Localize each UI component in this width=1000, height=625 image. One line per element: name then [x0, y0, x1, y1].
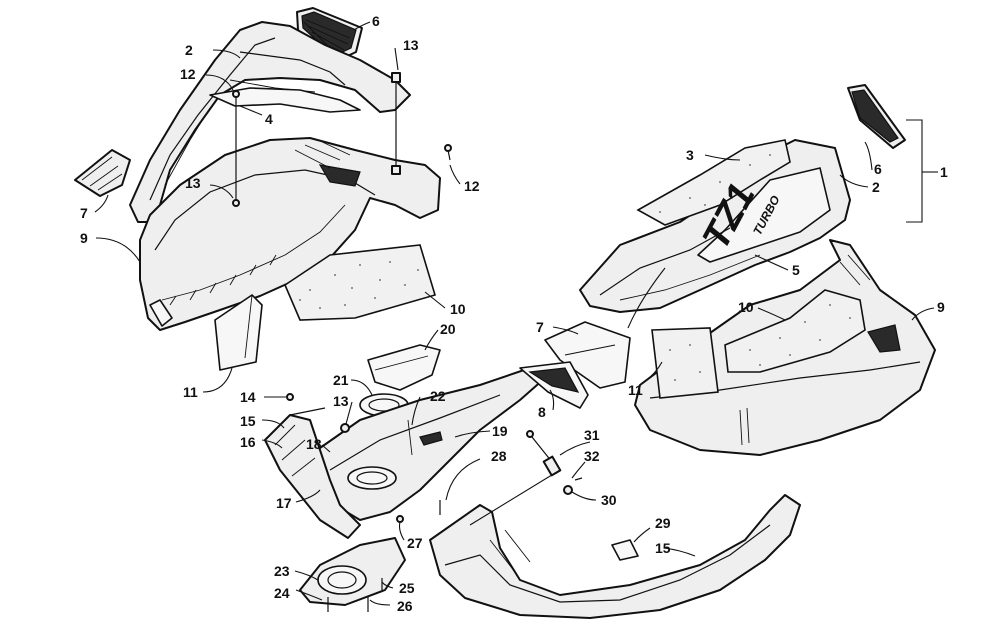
- callout-numbers: 6 13 2 12 4 13 12 7 9 10 20 11 21 14 13 …: [80, 13, 948, 614]
- callout-24: 24: [274, 585, 290, 601]
- callout-20: 20: [440, 321, 456, 337]
- foam-pad-right: [724, 289, 866, 373]
- vent-cover-8: [519, 361, 589, 409]
- callout-13-top: 13: [403, 37, 419, 53]
- callout-17: 17: [276, 495, 292, 511]
- callout-18: 18: [306, 436, 322, 452]
- callout-7-left: 7: [80, 205, 88, 221]
- callout-1: 1: [940, 164, 948, 180]
- sensor-cable-31: [526, 430, 583, 495]
- callout-25: 25: [399, 580, 415, 596]
- callout-7-mid: 7: [536, 319, 544, 335]
- callout-22: 22: [430, 388, 446, 404]
- callout-15-right: 15: [655, 540, 671, 556]
- callout-4: 4: [265, 111, 273, 127]
- callout-10-right: 10: [738, 299, 754, 315]
- bracket-plate-20: [367, 344, 441, 391]
- foam-pad-left: [284, 244, 436, 321]
- callout-8: 8: [538, 404, 546, 420]
- callout-13-low: 13: [333, 393, 349, 409]
- callout-31: 31: [584, 427, 600, 443]
- callout-11-right: 11: [628, 382, 643, 398]
- callout-9-right: 9: [937, 299, 945, 315]
- upper-hood-cowl-left: [129, 21, 411, 223]
- foam-block-left: [214, 294, 263, 371]
- vent-grille-right: [847, 84, 906, 149]
- callout-15-left: 15: [240, 413, 256, 429]
- callout-5: 5: [792, 262, 800, 278]
- callout-6-right: 6: [874, 161, 882, 177]
- leader-lines: [94, 21, 935, 606]
- callout-13-mid: 13: [185, 175, 201, 191]
- callout-23: 23: [274, 563, 290, 579]
- callout-10-left: 10: [450, 301, 466, 317]
- callout-9-left: 9: [80, 230, 88, 246]
- callout-26: 26: [397, 598, 413, 614]
- callout-32: 32: [584, 448, 600, 464]
- callout-29: 29: [655, 515, 671, 531]
- callout-30: 30: [601, 492, 617, 508]
- foam-block-right: [651, 327, 719, 399]
- foam-strip-3: [636, 139, 791, 226]
- upper-hood-cowl-right: [579, 139, 851, 313]
- callout-11-left: 11: [183, 384, 198, 400]
- side-vent-left: [74, 149, 131, 197]
- callout-21: 21: [333, 372, 349, 388]
- callout-6-top: 6: [372, 13, 380, 29]
- assembly-bracket-1: [906, 119, 938, 223]
- callout-2-right: 2: [872, 179, 880, 195]
- callout-16: 16: [240, 434, 256, 450]
- callout-3: 3: [686, 147, 694, 163]
- callout-2-left: 2: [185, 42, 193, 58]
- callout-19: 19: [492, 423, 508, 439]
- side-vent-mid: [544, 321, 631, 389]
- callout-12-right: 12: [464, 178, 480, 194]
- callout-14: 14: [240, 389, 256, 405]
- belly-pan-left: [309, 367, 546, 521]
- lower-duct-23: [299, 537, 406, 606]
- callout-28: 28: [491, 448, 507, 464]
- side-bracket-left: [264, 407, 361, 539]
- callout-27: 27: [407, 535, 423, 551]
- running-board-right: [429, 494, 801, 619]
- callout-12-left: 12: [180, 66, 196, 82]
